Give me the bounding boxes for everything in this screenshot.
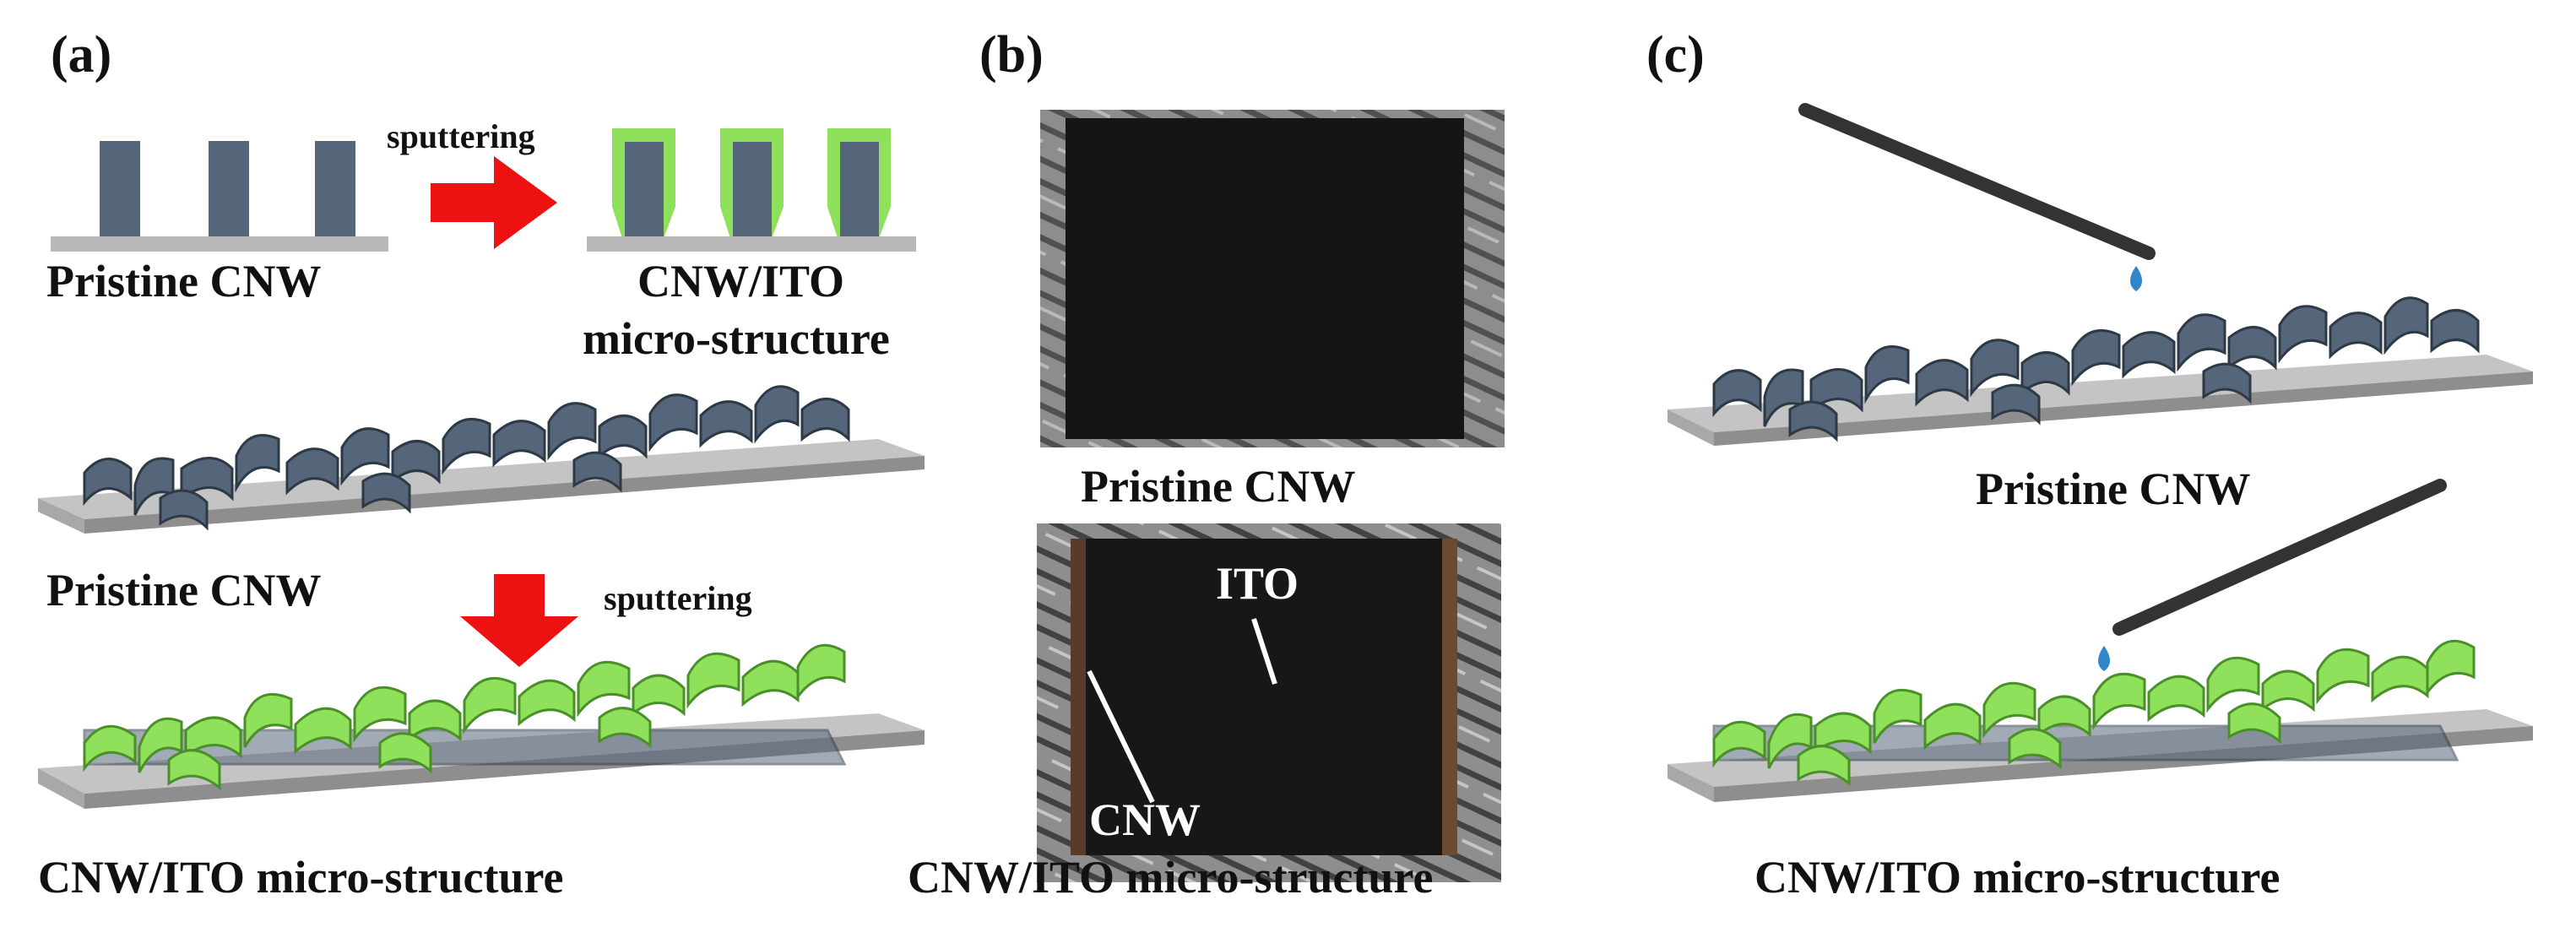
panel-b-ito-caption: CNW/ITO micro-structure	[908, 852, 1434, 903]
pipette-bottom	[2098, 479, 2447, 671]
panel-c-letter: (c)	[1646, 26, 1705, 84]
droplet-bottom	[2098, 646, 2110, 671]
panel-b-ito-marker: ITO	[1216, 558, 1299, 609]
pipette-top	[1798, 103, 2156, 291]
sputtering-right-arrow	[431, 156, 557, 249]
pristine-cnw-3d-substrate-c	[1668, 355, 2533, 446]
sputtering-down-arrow	[460, 574, 578, 667]
panel-a-ito-2d-label-line1: CNW/ITO	[637, 256, 845, 306]
pristine-cnw-3d-walls-c	[1712, 296, 2480, 442]
ito-cnw-3d-walls-c	[1712, 639, 2476, 787]
panel-b-letter: (b)	[979, 26, 1044, 84]
pristine-cnw-3d-walls	[83, 385, 850, 531]
ito-coated-cnw-2d-schematic	[587, 128, 916, 252]
panel-a-letter: (a)	[51, 26, 112, 84]
panel-a-pristine-3d-label: Pristine CNW	[46, 565, 322, 615]
pristine-cnw-3d-substrate	[38, 439, 925, 534]
panel-c-pristine-caption: Pristine CNW	[1976, 464, 2251, 514]
ito-pointer-line	[1251, 618, 1277, 685]
cnw-pointer-line	[1087, 670, 1155, 804]
ito-cnw-3d-walls	[83, 643, 847, 791]
panel-a-ito-3d-label: CNW/ITO micro-structure	[38, 852, 564, 903]
panel-b-pristine-caption: Pristine CNW	[1081, 461, 1356, 512]
droplet-top	[2130, 266, 2142, 291]
panel-a-top-arrow-label: sputtering	[387, 117, 535, 155]
pristine-cnw-photo	[1040, 110, 1505, 447]
panel-a-down-arrow-label: sputtering	[604, 579, 752, 617]
ito-cnw-photo	[1037, 523, 1501, 882]
panel-c-ito-caption: CNW/ITO micro-structure	[1754, 852, 2280, 903]
panel-b-cnw-marker: CNW	[1089, 794, 1201, 845]
panel-a-pristine-2d-label: Pristine CNW	[46, 256, 322, 306]
pristine-cnw-2d-schematic	[51, 141, 388, 252]
panel-a-ito-2d-label-line2: micro-structure	[583, 313, 890, 364]
